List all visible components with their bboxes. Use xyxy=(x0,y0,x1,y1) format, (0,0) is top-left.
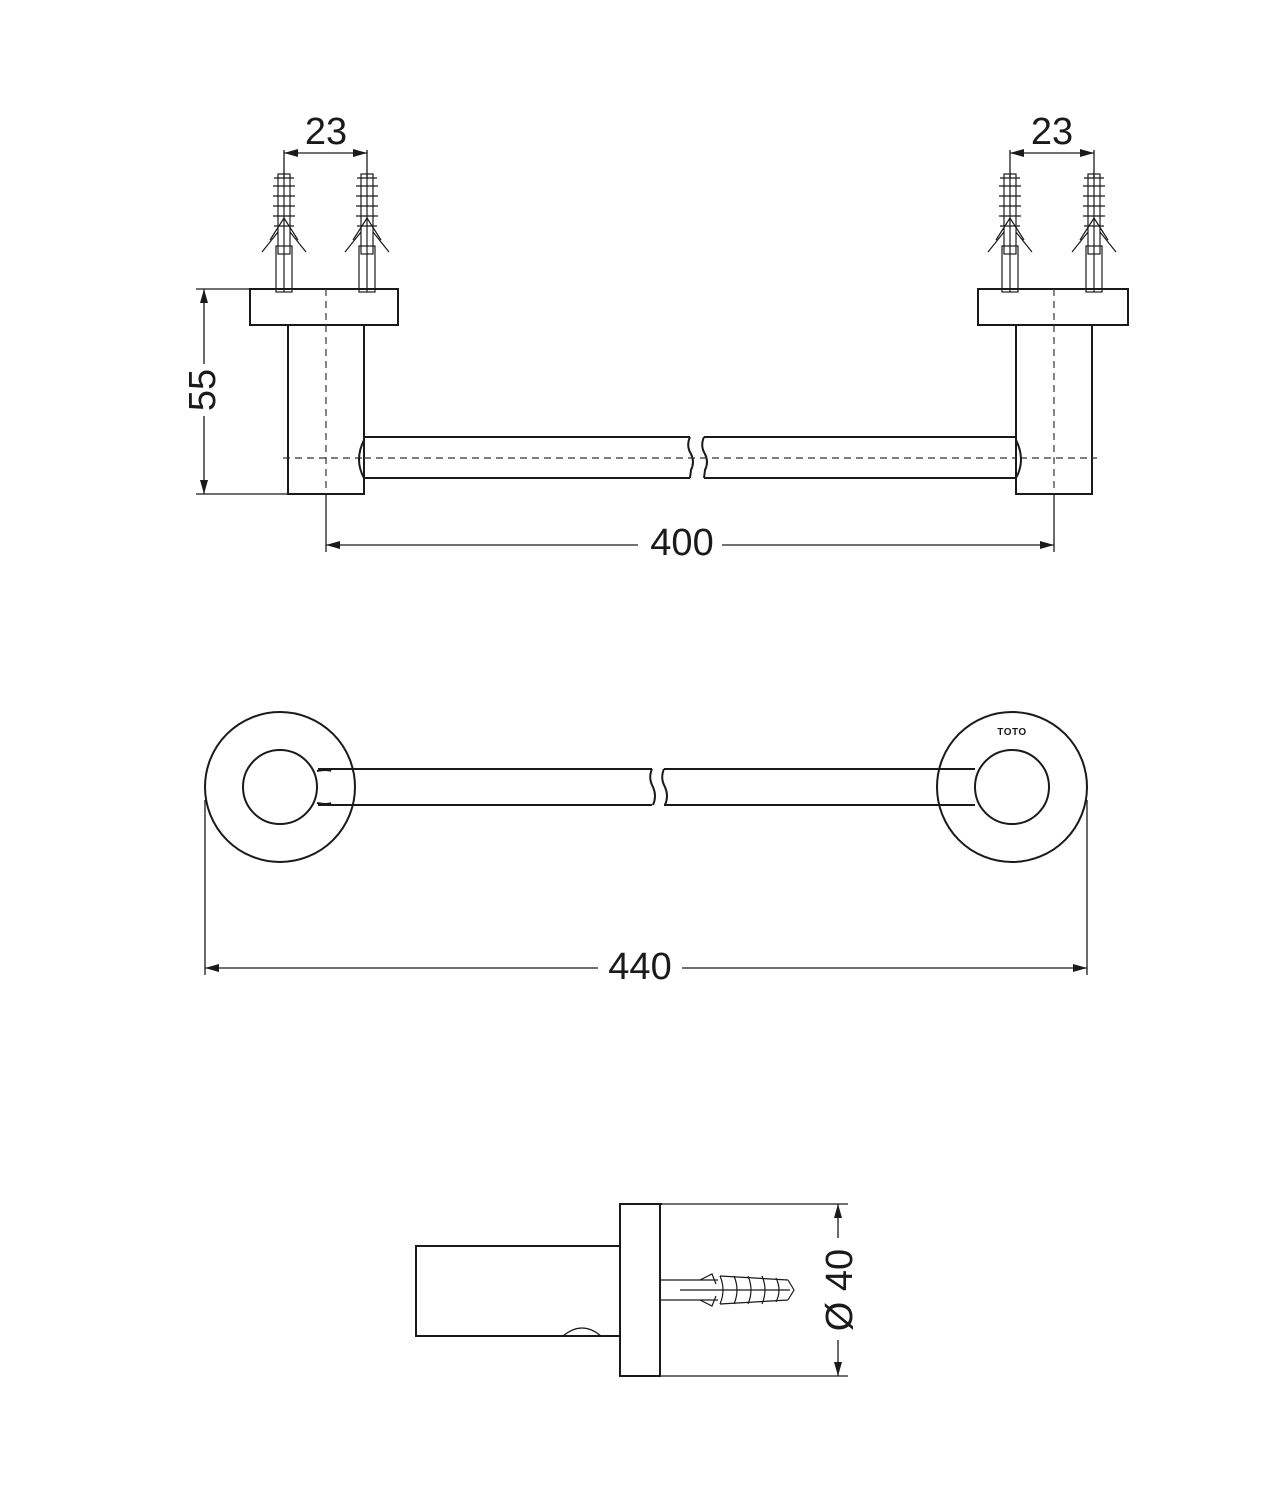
dimension-overall-length: 440 xyxy=(204,800,1088,988)
dimension-anchor-spacing-left: 23 xyxy=(283,111,368,178)
right-bracket xyxy=(977,288,1129,495)
dim-label-23-right: 23 xyxy=(1031,111,1073,153)
dim-label-23-left: 23 xyxy=(305,111,347,153)
top-view: TOTO 440 xyxy=(204,711,1088,988)
screw-anchors xyxy=(261,173,1117,293)
left-bracket xyxy=(249,288,399,495)
towel-bar xyxy=(358,436,1022,479)
dimension-center-distance: 400 xyxy=(325,494,1055,564)
dimension-anchor-spacing-right: 23 xyxy=(1009,111,1095,178)
brand-logo: TOTO xyxy=(997,727,1026,738)
dimension-height: 55 xyxy=(182,288,288,495)
front-view: 23 23 55 400 xyxy=(182,111,1129,564)
towel-bar-top xyxy=(316,768,975,806)
dim-label-400: 400 xyxy=(650,522,713,564)
right-rosette: TOTO xyxy=(936,711,1088,863)
dimension-diameter: Ø 40 xyxy=(660,1203,861,1377)
dim-label-55: 55 xyxy=(182,369,224,411)
dim-label-440: 440 xyxy=(608,946,671,988)
side-view: Ø 40 xyxy=(415,1203,861,1377)
left-rosette xyxy=(204,711,356,863)
dim-label-diameter-40: Ø 40 xyxy=(819,1249,861,1331)
